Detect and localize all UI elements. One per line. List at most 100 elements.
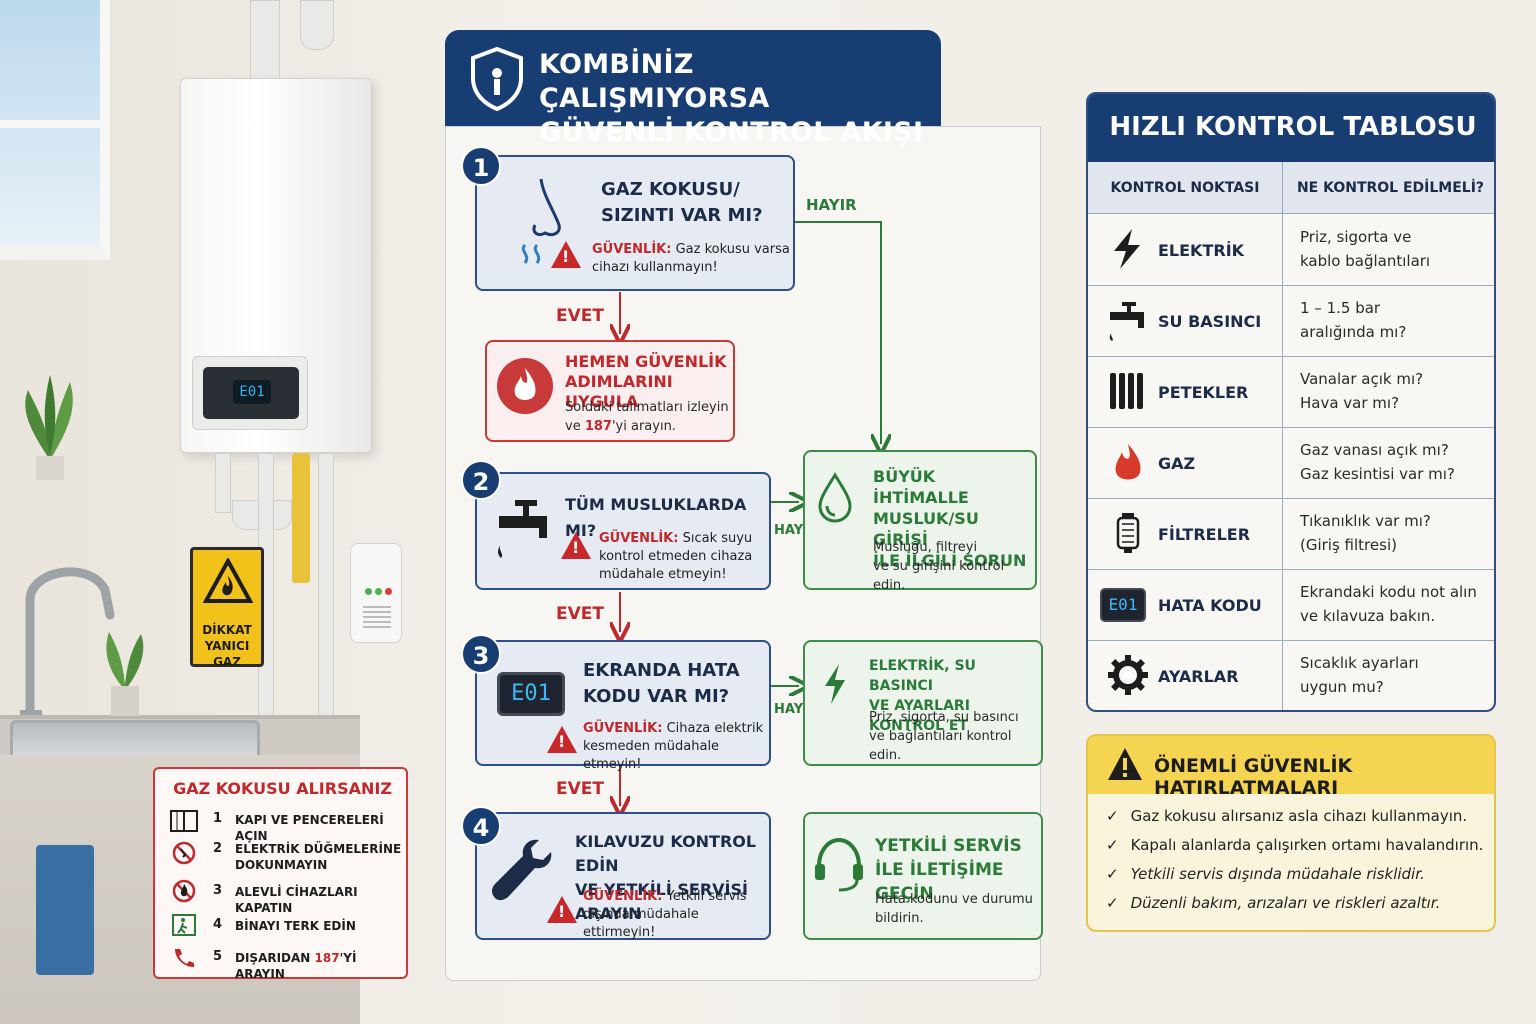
- row-label: AYARLAR: [1158, 667, 1239, 686]
- gas-step-5-text-a: DIŞARIDAN: [235, 951, 315, 965]
- error-code-display: E01: [497, 672, 565, 716]
- reminder-item: ✓Yetkili servis dışında müdahale risklid…: [1106, 865, 1425, 883]
- outcome-electric-box: ELEKTRİK, SU BASINCI VE AYARLARI KONTROL…: [803, 640, 1043, 766]
- no-label-1: HAYIR: [806, 196, 857, 214]
- pipe: [318, 453, 334, 723]
- step-4-warning-text-2: dışında müdahale ettirmeyin!: [583, 907, 699, 940]
- step-4-box: KILAVUZU KONTROL EDİN VE YETKİLİ SERVİSİ…: [475, 812, 771, 940]
- table-header: HIZLI KONTROL TABLOSU: [1088, 94, 1494, 162]
- step-4-warning-text: Yetkili servis: [662, 889, 747, 904]
- warning-sign-line2: YANICI GAZ: [204, 639, 250, 669]
- table-title: HIZLI KONTROL TABLOSU: [1109, 112, 1477, 142]
- reminder-text: Gaz kokusu alırsanız asla cihazı kullanm…: [1130, 807, 1468, 825]
- pipe: [215, 453, 231, 513]
- step-3-warning-text-2: kesmeden müdahale etmeyin!: [583, 739, 720, 772]
- table-divider: [1282, 162, 1283, 710]
- yes-label-1: EVET: [556, 306, 604, 326]
- water-drop-icon: [818, 472, 852, 523]
- emergency-phone: 187: [584, 419, 612, 434]
- row-desc-line2: ve kılavuza bakın.: [1300, 607, 1436, 625]
- warning-sign-line1: DİKKAT: [202, 623, 252, 637]
- outcome-2-title-line2: VE AYARLARI KONTROL ET: [869, 698, 970, 734]
- step-4-number: 4: [461, 806, 501, 846]
- outcome-2-body-line2: ve bağlantıları kontrol edin.: [869, 729, 1012, 763]
- emergency-title-line2: ADIMLARINI UYGULA: [565, 372, 673, 411]
- nose-icon: [521, 178, 561, 264]
- step-3-warning-label: GÜVENLİK:: [583, 721, 663, 736]
- gas-step-3-number: 3: [213, 883, 223, 898]
- flame-icon: [1115, 444, 1141, 480]
- shield-icon: [471, 46, 523, 112]
- row-label: HATA KODU: [1158, 596, 1262, 615]
- row-label: GAZ: [1158, 454, 1196, 473]
- warning-icon: [547, 726, 577, 753]
- fire-icon: [497, 358, 553, 414]
- step-1-warning-text: Gaz kokusu varsa: [671, 242, 790, 257]
- no-flame-icon: [172, 879, 196, 903]
- flammable-warning-icon: [203, 558, 253, 603]
- step-1-number: 1: [461, 146, 501, 186]
- wrench-icon: [492, 839, 552, 901]
- yes-label-2: EVET: [556, 604, 604, 624]
- row-desc-line1: Vanalar açık mı?: [1300, 370, 1424, 388]
- window-frame: [0, 120, 110, 128]
- flammable-gas-sign: DİKKAT YANICI GAZ: [190, 547, 264, 669]
- phone-icon: [175, 949, 194, 967]
- outcome-2-title-line1: ELEKTRİK, SU BASINCI: [869, 658, 976, 694]
- emergency-body-line2c: 'yi arayın.: [611, 419, 676, 434]
- safety-reminders: ÖNEMLİ GÜVENLİK HATIRLATMALARI ✓Gaz koku…: [1086, 734, 1496, 932]
- step-3-box: E01 EKRANDA HATA KODU VAR MI? GÜVENLİK: …: [475, 640, 771, 772]
- table-row: FİLTRELER Tıkanıklık var mı?(Giriş filtr…: [1088, 499, 1494, 570]
- gas-smell-title: GAZ KOKUSU ALIRSANIZ: [173, 779, 392, 798]
- row-desc-line1: Sıcaklık ayarları: [1300, 654, 1419, 672]
- gas-step-1-number: 1: [213, 811, 223, 826]
- lightning-icon: [825, 664, 845, 704]
- headset-icon: [815, 837, 863, 892]
- warning-icon: [561, 532, 591, 559]
- gas-step-1-text: KAPI VE PENCERELERİ AÇIN: [235, 813, 384, 843]
- row-desc-line2: Gaz kesintisi var mı?: [1300, 465, 1455, 483]
- outcome-3-body-line2: bildirin.: [875, 911, 924, 926]
- faucet-icon: [1109, 302, 1144, 341]
- exhaust-pipe: [250, 0, 280, 80]
- emergency-title-line1: HEMEN GÜVENLİK: [565, 352, 727, 371]
- gas-step-2-text: ELEKTRİK DÜĞMELERİNE: [235, 842, 402, 856]
- small-plant-icon: [106, 632, 144, 716]
- flow-connectors: [445, 221, 1041, 981]
- outcome-1-title-line1: BÜYÜK İHTİMALLE: [873, 467, 969, 507]
- gas-step-5-text-c: 'Yİ ARAYIN: [235, 951, 357, 981]
- emergency-box: HEMEN GÜVENLİK ADIMLARINI UYGULA Soldaki…: [485, 340, 735, 442]
- step-1-warning-label: GÜVENLİK:: [592, 242, 672, 257]
- warning-icon: [551, 241, 581, 268]
- step-2-warning-text-2: kontrol etmeden cihaza: [599, 549, 753, 564]
- row-desc-line2: (Giriş filtresi): [1300, 536, 1397, 554]
- no-switch-icon: [172, 841, 196, 865]
- step-1-box: GAZ KOKUSU/ SIZINTI VAR MI? GÜVENLİK: Ga…: [475, 155, 795, 291]
- reminder-item: ✓Düzenli bakım, arızaları ve riskleri az…: [1106, 894, 1441, 912]
- reminders-title: ÖNEMLİ GÜVENLİK HATIRLATMALARI: [1154, 755, 1353, 799]
- step-2-warning-text-3: müdahale etmeyin!: [599, 567, 727, 582]
- boiler-control-panel: E01: [192, 356, 308, 430]
- step-3-question-line2: KODU VAR MI?: [583, 686, 730, 707]
- gas-step-4-text: BİNAYI TERK EDİN: [235, 919, 356, 933]
- step-3-warning-text: Cihaza elektrik: [662, 721, 764, 736]
- step-4-question-line1: KILAVUZU KONTROL EDİN: [575, 832, 757, 875]
- exit-icon: [172, 914, 196, 936]
- lightning-icon: [1114, 229, 1140, 269]
- step-1-question-line2: SIZINTI VAR MI?: [601, 205, 763, 226]
- gear-icon: [1108, 655, 1148, 695]
- row-desc-line1: Priz, sigorta ve: [1300, 228, 1412, 246]
- row-label: PETEKLER: [1158, 383, 1249, 402]
- row-desc-line2: Hava var mı?: [1300, 394, 1400, 412]
- reminder-item: ✓Kapalı alanlarda çalışırken ortamı hava…: [1106, 836, 1484, 854]
- gas-pipe: [292, 453, 310, 583]
- emergency-body-line2a: ve: [565, 419, 585, 434]
- error-code-icon: E01: [1100, 588, 1146, 622]
- plant-icon: [25, 375, 73, 480]
- gas-step-5-phone: 187: [314, 951, 340, 965]
- boiler-error-code: E01: [233, 380, 271, 404]
- outcome-1-title-line3: İLE İLGİLİ SORUN: [873, 551, 1027, 570]
- reminder-item: ✓Gaz kokusu alırsanız asla cihazı kullan…: [1106, 807, 1468, 825]
